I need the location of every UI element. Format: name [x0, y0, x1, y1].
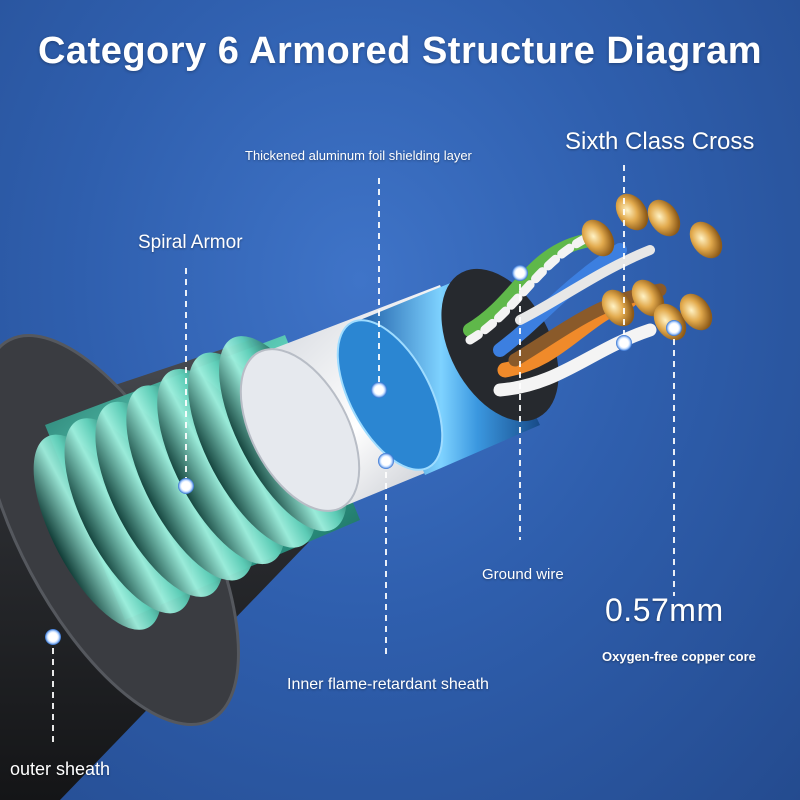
label-foil-shield: Thickened aluminum foil shielding layer [245, 148, 472, 163]
marker-dot-outer [45, 629, 61, 645]
label-outer-sheath: outer sheath [10, 759, 111, 779]
label-sixth-class-cross: Sixth Class Cross [565, 128, 755, 155]
marker-dots [45, 265, 682, 645]
label-inner-sheath: Inner flame-retardant sheath [287, 676, 489, 693]
marker-dot-inner [378, 453, 394, 469]
marker-dot-cross [616, 335, 632, 351]
label-ground-wire: Ground wire [482, 566, 564, 583]
marker-dot-ground [512, 265, 528, 281]
leader-lines [52, 165, 675, 742]
label-spiral-armor: Spiral Armor [138, 232, 243, 253]
diagram-title: Category 6 Armored Structure Diagram [37, 30, 762, 72]
marker-dot-armor [178, 478, 194, 494]
marker-dot-foil [371, 382, 387, 398]
label-copper-core: Oxygen-free copper core [602, 649, 756, 664]
label-core-size: 0.57mm [605, 592, 724, 628]
marker-dot-size [666, 320, 682, 336]
